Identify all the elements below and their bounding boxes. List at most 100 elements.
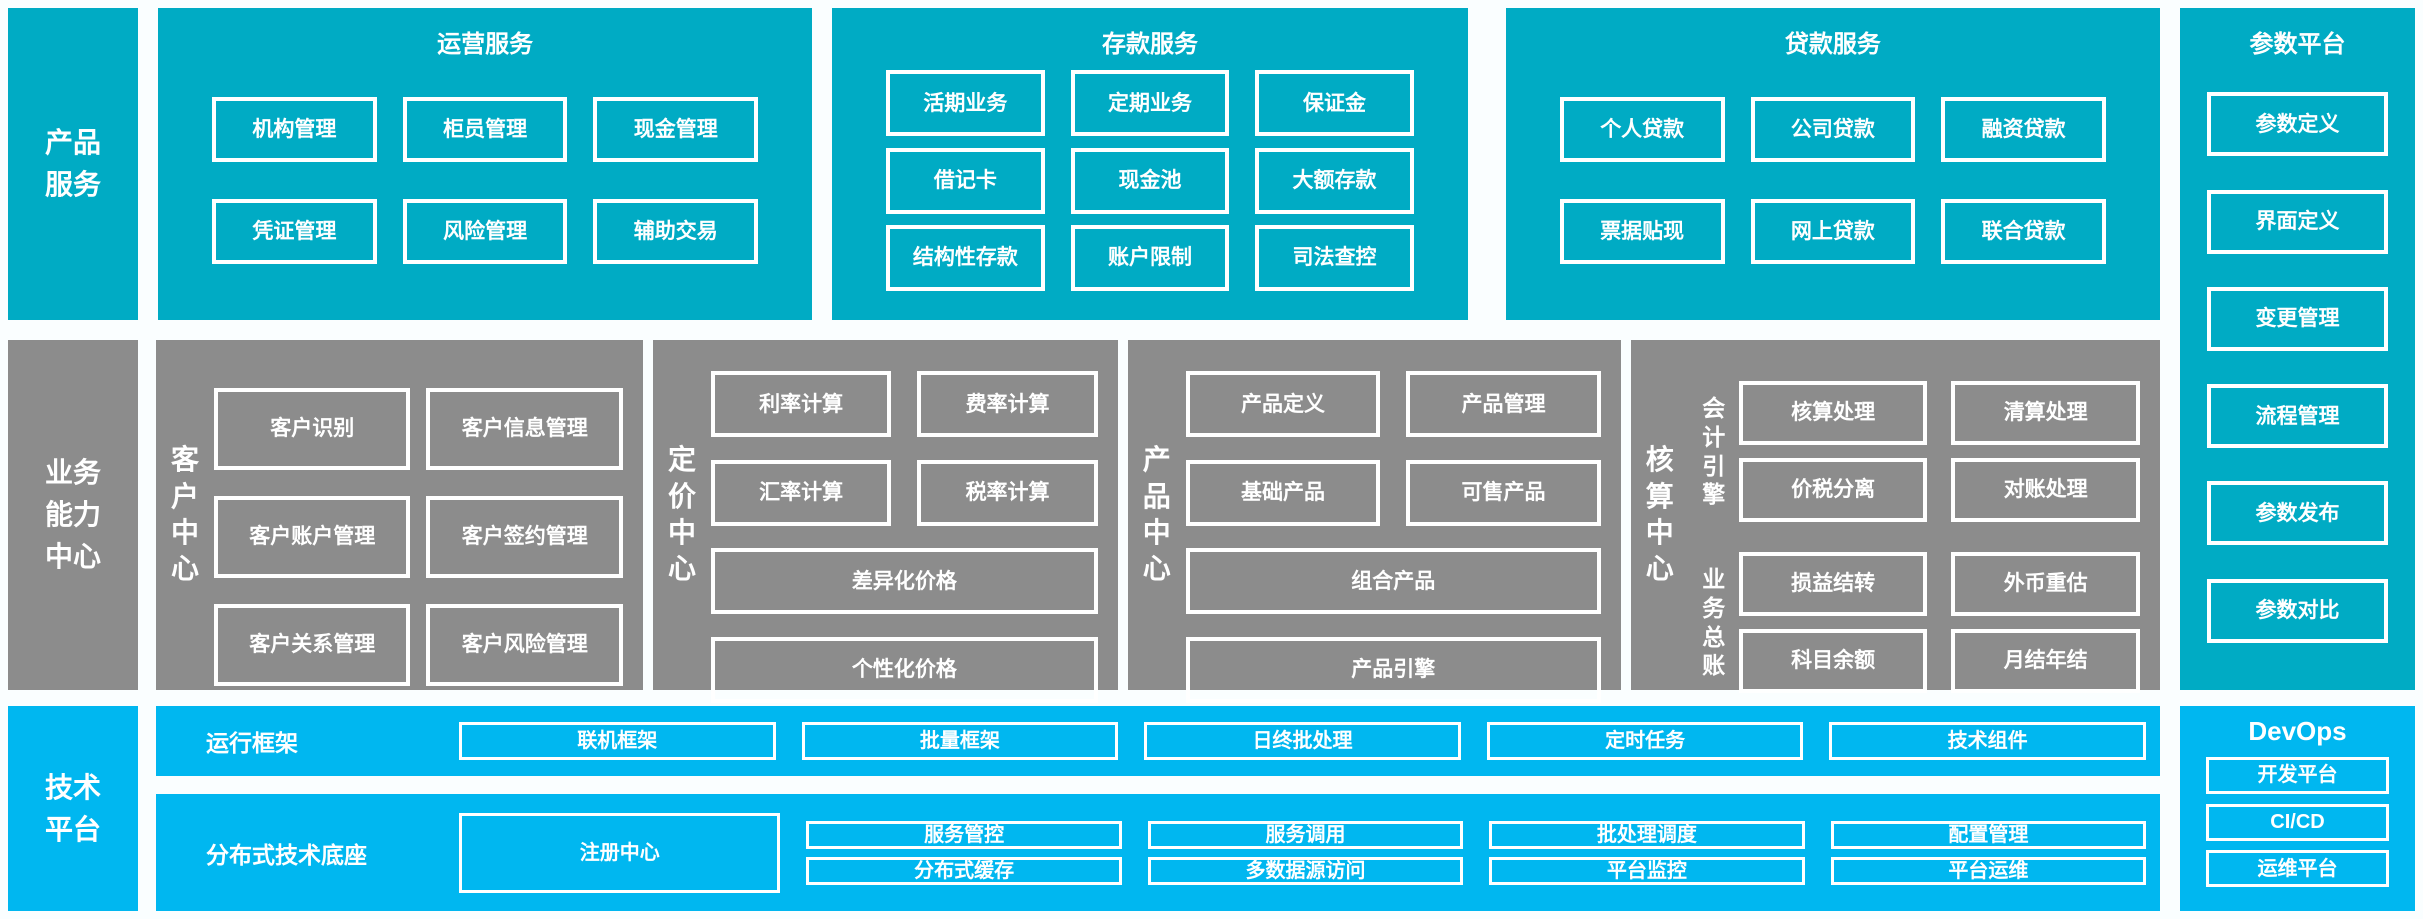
capability-box: 差异化价格	[710, 548, 1098, 615]
capability-box: 客户签约管理	[426, 496, 623, 578]
tech-column: 配置管理 平台运维	[1830, 820, 2147, 885]
registry-center-box: 注册中心	[459, 812, 781, 893]
param-box: 参数定义	[2207, 92, 2388, 157]
param-box: 界面定义	[2207, 189, 2388, 254]
pricing-boxes: 利率计算 费率计算 汇率计算 税率计算 差异化价格 个性化价格	[710, 362, 1098, 712]
panel-deposit-services: 存款服务 活期业务 定期业务 保证金 借记卡 现金池 大额存款 结构性存款 账户…	[832, 8, 1468, 320]
service-box: 个人贷款	[1559, 96, 1725, 162]
panel-product-center: 产品中心 产品定义 产品管理 基础产品 可售产品 组合产品 产品引擎	[1127, 340, 1621, 703]
parameter-platform-title: 参数平台	[2249, 31, 2346, 58]
panel-title: 运营服务	[437, 31, 534, 58]
service-box: 柜员管理	[402, 96, 568, 162]
panel-title: 贷款服务	[1784, 31, 1881, 58]
capability-box: 对账处理	[1951, 458, 2140, 522]
service-box: 凭证管理	[212, 199, 377, 265]
tech-box: 日终批处理	[1144, 722, 1461, 760]
service-box: 保证金	[1255, 70, 1414, 137]
center-name: 定价中心	[667, 444, 696, 585]
product-services-label-text: 产品服务	[44, 127, 101, 200]
right-column: 参数平台 参数定义 界面定义 变更管理 流程管理 参数发布 参数对比 DevOp…	[2180, 8, 2415, 911]
panel-loan-services: 贷款服务 个人贷款 公司贷款 融资贷款 票据贴现 网上贷款 联合贷款	[1505, 8, 2160, 320]
tech-box: 批量框架	[801, 722, 1119, 760]
service-box: 现金管理	[593, 96, 759, 162]
capability-box: 核算处理	[1738, 381, 1928, 445]
group-name: 会计引擎	[1702, 395, 1726, 508]
capability-box: 费率计算	[917, 371, 1098, 438]
business-capability-label-text: 业务能力中心	[44, 457, 101, 572]
capability-box: 组合产品	[1185, 548, 1601, 615]
tech-column: 服务管控 分布式缓存	[806, 820, 1122, 885]
business-ledger-group: 业务总账 损益结转 外币重估 科目余额 月结年结	[1689, 552, 2140, 693]
tech-box: 联机框架	[459, 722, 776, 760]
capability-box: 基础产品	[1185, 459, 1381, 526]
tech-box: 配置管理	[1830, 820, 2147, 849]
distributed-base-strip: 分布式技术底座 注册中心 服务管控 分布式缓存 服务调用 多数据源访问 批处理调…	[156, 794, 2160, 911]
service-box: 网上贷款	[1750, 199, 1916, 265]
technology-platform-row: 技术平台 运行框架 联机框架 批量框架 日终批处理 定时任务 技术组件 分布式技…	[8, 706, 2160, 911]
service-box: 司法查控	[1255, 224, 1414, 291]
tech-box: 平台监控	[1489, 856, 1805, 885]
tech-box: 服务调用	[1147, 820, 1464, 849]
service-box: 风险管理	[402, 199, 568, 265]
panel-pricing-center: 定价中心 利率计算 费率计算 汇率计算 税率计算 差异化价格 个性化价格	[652, 340, 1118, 703]
capability-box: 损益结转	[1738, 552, 1928, 616]
capability-box: 产品引擎	[1185, 636, 1601, 703]
service-box: 机构管理	[212, 96, 377, 162]
distributed-base-label: 分布式技术底座	[206, 841, 367, 868]
service-box: 定期业务	[1070, 70, 1230, 137]
capability-box: 客户关系管理	[214, 604, 411, 686]
panel-accounting-center: 核算中心 会计引擎 核算处理 清算处理 价税分离 对账处理	[1630, 340, 2160, 693]
capability-box: 客户风险管理	[426, 604, 623, 686]
capability-box: 客户信息管理	[426, 388, 623, 470]
service-box: 活期业务	[886, 70, 1045, 137]
service-box: 大额存款	[1255, 147, 1414, 214]
tech-box: 定时任务	[1486, 722, 1804, 760]
center-name: 客户中心	[170, 444, 199, 585]
panel-customer-center: 客户中心 客户识别 客户信息管理 客户账户管理 客户签约管理 客户关系管理 客户…	[156, 340, 643, 690]
service-box: 公司贷款	[1750, 96, 1916, 162]
param-box: 流程管理	[2207, 384, 2388, 449]
product-services-row: 产品服务 运营服务 机构管理 柜员管理 现金管理 凭证管理 风险管理 辅助交易 …	[8, 8, 2160, 320]
service-box: 票据贴现	[1559, 199, 1725, 265]
capability-box: 外币重估	[1951, 552, 2140, 616]
param-box: 参数对比	[2207, 578, 2388, 643]
service-box: 结构性存款	[886, 224, 1045, 291]
capability-box: 可售产品	[1406, 459, 1601, 526]
technology-platform-label: 技术平台	[8, 706, 138, 911]
capability-box: 客户账户管理	[214, 496, 411, 578]
capability-box: 个性化价格	[710, 636, 1098, 703]
service-box: 借记卡	[886, 147, 1045, 214]
param-box: 变更管理	[2207, 286, 2388, 351]
service-box: 融资贷款	[1941, 96, 2106, 162]
tech-box: 技术组件	[1829, 722, 2146, 760]
tech-column: 服务调用 多数据源访问	[1147, 820, 1464, 885]
devops-title: DevOps	[2248, 716, 2347, 746]
business-capability-label: 业务能力中心	[8, 340, 138, 690]
service-box: 现金池	[1070, 147, 1230, 214]
technology-platform-label-text: 技术平台	[44, 771, 101, 845]
customer-boxes: 客户识别 客户信息管理 客户账户管理 客户签约管理 客户关系管理 客户风险管理	[214, 362, 623, 712]
parameter-boxes: 参数定义 界面定义 变更管理 流程管理 参数发布 参数对比	[2207, 59, 2388, 676]
product-boxes: 产品定义 产品管理 基础产品 可售产品 组合产品 产品引擎	[1185, 362, 1601, 712]
tech-box: 分布式缓存	[806, 856, 1122, 885]
devops-boxes: 开发平台 CI/CD 运维平台	[2206, 747, 2389, 897]
tech-box: 多数据源访问	[1147, 856, 1464, 885]
capability-box: 客户识别	[214, 388, 411, 470]
capability-box: 月结年结	[1951, 629, 2140, 693]
technology-strips: 运行框架 联机框架 批量框架 日终批处理 定时任务 技术组件 分布式技术底座 注…	[156, 706, 2160, 911]
param-box: 参数发布	[2207, 481, 2388, 546]
capability-box: 价税分离	[1738, 458, 1928, 522]
center-name: 产品中心	[1142, 444, 1171, 585]
capability-box: 科目余额	[1738, 629, 1928, 693]
tech-column: 批处理调度 平台监控	[1489, 820, 1805, 885]
accounting-groups: 会计引擎 核算处理 清算处理 价税分离 对账处理 业务总账	[1689, 362, 2140, 712]
panel-parameter-platform: 参数平台 参数定义 界面定义 变更管理 流程管理 参数发布 参数对比	[2180, 8, 2415, 690]
runtime-framework-strip: 运行框架 联机框架 批量框架 日终批处理 定时任务 技术组件	[156, 706, 2160, 776]
service-box: 辅助交易	[593, 199, 759, 265]
runtime-framework-label: 运行框架	[206, 730, 298, 756]
accounting-engine-group: 会计引擎 核算处理 清算处理 价税分离 对账处理	[1689, 381, 2140, 522]
center-name: 核算中心	[1645, 444, 1674, 585]
capability-box: 汇率计算	[710, 459, 892, 526]
devops-box: 开发平台	[2206, 756, 2389, 794]
